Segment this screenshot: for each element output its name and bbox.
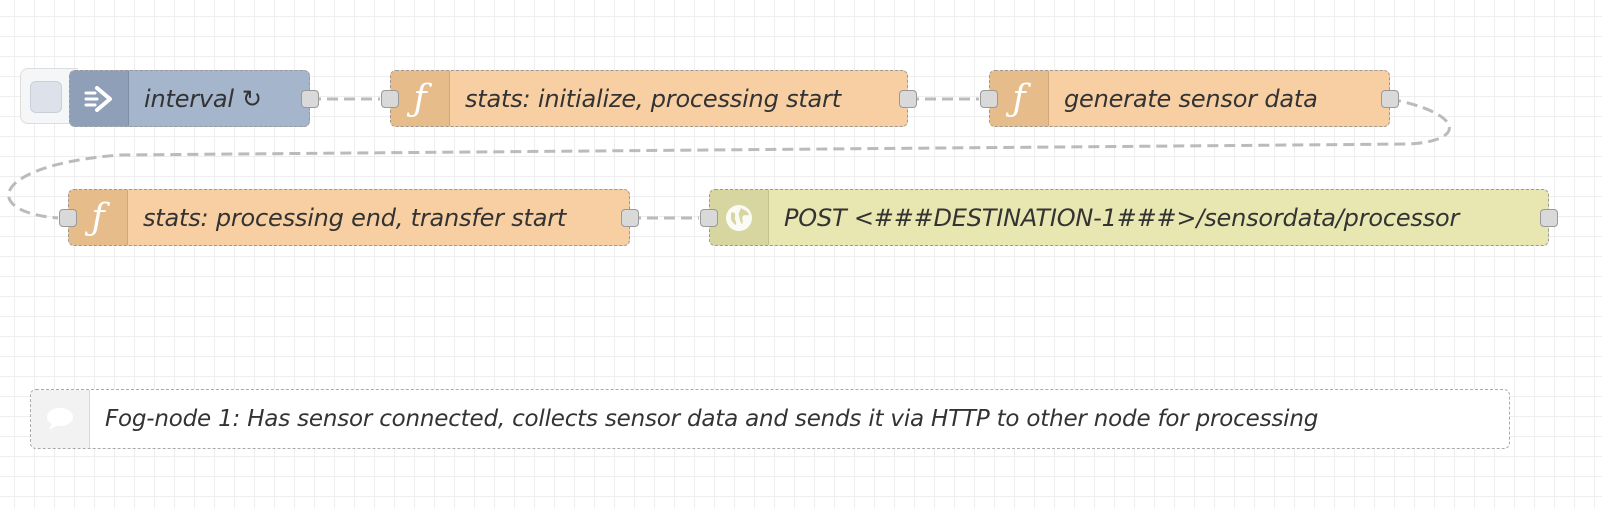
comment-icon: [31, 390, 90, 448]
output-port[interactable]: [1381, 90, 1399, 108]
input-port[interactable]: [700, 209, 718, 227]
node-http-request[interactable]: POST <###DESTINATION-1###>/sensordata/pr…: [700, 189, 1558, 246]
inject-trigger-button[interactable]: [20, 68, 78, 124]
node-comment[interactable]: Fog-node 1: Has sensor connected, collec…: [30, 389, 1510, 449]
output-port[interactable]: [899, 90, 917, 108]
repeat-icon: ↻: [241, 84, 262, 113]
node-interval[interactable]: interval ↻: [69, 70, 319, 127]
function-glyph: ƒ: [91, 196, 105, 238]
node-http-request-label: POST <###DESTINATION-1###>/sensordata/pr…: [784, 203, 1460, 232]
function-icon: ƒ: [69, 190, 128, 245]
node-label-text: interval: [144, 84, 234, 113]
node-generate-sensor-data-label: generate sensor data: [1064, 84, 1318, 113]
node-stats-initialize-label: stats: initialize, processing start: [465, 84, 841, 113]
function-icon: ƒ: [391, 71, 450, 126]
inject-trigger-inner[interactable]: [30, 81, 62, 113]
node-stats-initialize[interactable]: ƒ stats: initialize, processing start: [381, 70, 917, 127]
output-port[interactable]: [1540, 209, 1558, 227]
node-interval-label: interval ↻: [144, 71, 262, 126]
output-port[interactable]: [621, 209, 639, 227]
function-glyph: ƒ: [1012, 77, 1026, 119]
input-port[interactable]: [980, 90, 998, 108]
input-port[interactable]: [59, 209, 77, 227]
input-port[interactable]: [381, 90, 399, 108]
node-stats-processing-end-label: stats: processing end, transfer start: [143, 203, 567, 232]
globe-icon: [710, 190, 769, 245]
output-port[interactable]: [301, 90, 319, 108]
node-generate-sensor-data[interactable]: ƒ generate sensor data: [980, 70, 1399, 127]
function-icon: ƒ: [990, 71, 1049, 126]
node-stats-processing-end[interactable]: ƒ stats: processing end, transfer start: [59, 189, 639, 246]
function-glyph: ƒ: [413, 77, 427, 119]
node-comment-label: Fog-node 1: Has sensor connected, collec…: [105, 406, 1319, 432]
arrow-in-icon: [70, 71, 129, 126]
